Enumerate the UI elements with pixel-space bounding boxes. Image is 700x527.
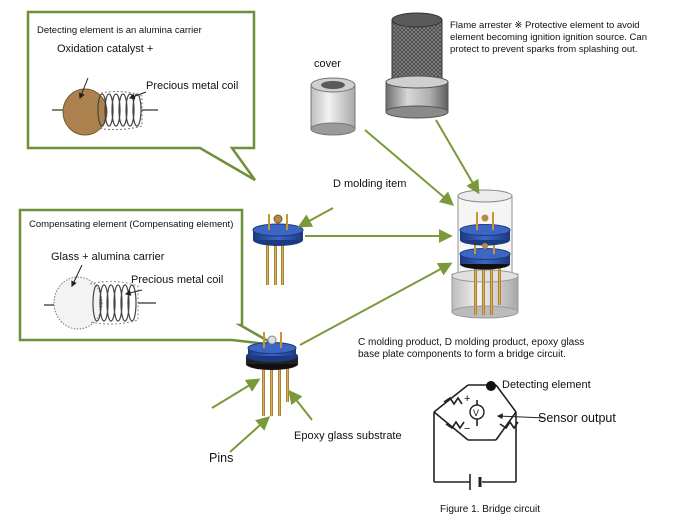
compensating-callout-title: Compensating element (Compensating eleme… [29,219,234,230]
detecting-callout-title: Detecting element is an alumina carrier [37,25,202,36]
cover-label: cover [314,58,341,70]
svg-text:+: + [464,393,470,405]
epoxy-glass-substrate-label: Epoxy glass substrate [294,430,402,442]
sensor-output-pointer [496,413,546,420]
c-molding-note: C molding product, D molding product, ep… [358,337,585,360]
detecting-element-label: Detecting element [502,379,591,391]
c-molding-product-part [246,332,298,416]
detecting-callout-coil: Precious metal coil [146,80,239,92]
flame-arrester-part [385,12,449,119]
cover-part [310,77,356,136]
svg-text:V: V [473,408,479,418]
compensating-callout-coil: Precious metal coil [131,274,224,286]
detecting-bead-illustration [52,77,158,136]
svg-text:−: − [464,423,470,435]
figure-caption: Figure 1. Bridge circuit [440,504,541,515]
assembled-sensor [451,189,519,319]
compensating-callout-material: Glass + alumina carrier [51,251,165,263]
pins-label: Pins [209,451,234,465]
d-molding-item-part [252,214,304,285]
d-molding-item-label: D molding item [333,178,407,190]
sensor-output-label: Sensor output [538,411,616,425]
assembly-arrows [211,119,480,453]
compensating-bead-illustration [44,264,156,330]
detecting-callout-material: Oxidation catalyst + [57,43,154,55]
flame-arrester-label: Flame arrester ※ Protective element to a… [450,20,647,55]
bridge-detector-dot: V + − [464,381,496,435]
bridge-circuit [433,384,519,490]
